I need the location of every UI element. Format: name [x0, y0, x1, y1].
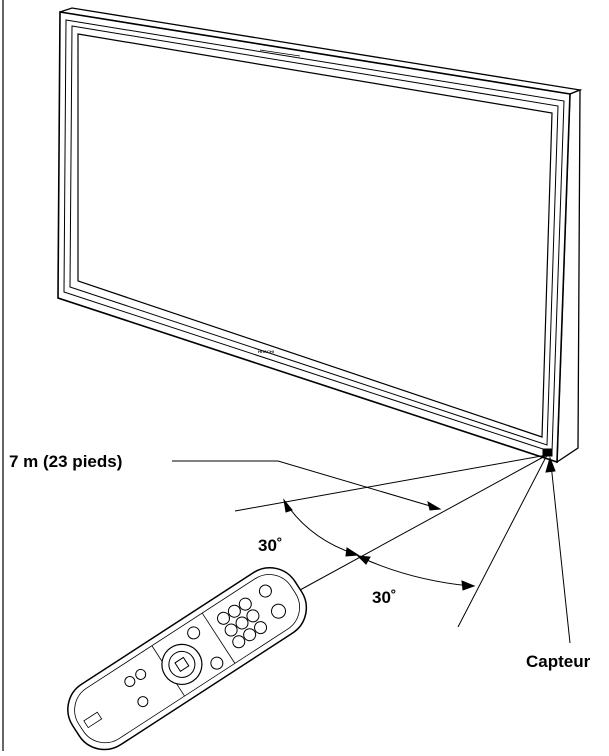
- remote-button: [210, 656, 224, 670]
- distance-leader-line: [172, 460, 438, 509]
- remote-button: [238, 597, 252, 611]
- remote-button: [232, 635, 246, 649]
- display-brand-logo: HITACHI: [258, 349, 274, 354]
- remote-button: [137, 696, 149, 708]
- angle-arc-lower-arrow-a: [356, 555, 371, 565]
- range-line-upper: [234, 454, 548, 512]
- remote-button: [254, 621, 268, 635]
- angle-arc-upper-arrow-a: [283, 498, 293, 513]
- remote-button: [135, 668, 147, 680]
- signal-range-lines: [172, 454, 571, 644]
- remote-button: [258, 584, 272, 598]
- remote-logo-box: [83, 711, 103, 729]
- remote-button: [235, 616, 249, 630]
- remote-dpad-center: [174, 656, 190, 673]
- remote-body-inner: [74, 574, 300, 744]
- remote-button: [227, 604, 241, 618]
- sensor-arrow-head: [545, 456, 556, 473]
- remote-button: [246, 609, 260, 623]
- angle-label-upper: 30˚: [258, 536, 283, 555]
- range-line-lower: [457, 454, 548, 628]
- remote-button: [243, 628, 257, 642]
- plasma-display: [57, 7, 583, 464]
- remote-power-button: [271, 603, 287, 619]
- display-bezel-inner: [69, 25, 559, 446]
- angle-arc-lower-arrow-b: [461, 580, 476, 591]
- remote-sensor-window: [542, 448, 553, 457]
- sensor-label: Capteur: [526, 652, 591, 671]
- display-top-seam: [259, 49, 301, 57]
- sensor-leader-line: [550, 463, 571, 644]
- remote-button: [124, 676, 136, 688]
- distance-arrow-head: [427, 500, 442, 511]
- remote-control: [67, 567, 308, 751]
- remote-button: [224, 623, 238, 637]
- angle-arc-lower: [359, 556, 471, 587]
- remote-button: [217, 611, 231, 625]
- angle-arc-upper-arrow-b: [345, 547, 360, 557]
- distance-label: 7 m (23 pieds): [9, 452, 123, 471]
- display-outer-frame: [57, 11, 571, 464]
- display-screen: [77, 33, 553, 438]
- range-line-center: [299, 454, 548, 591]
- angle-arc-upper: [286, 504, 356, 555]
- remote-button: [187, 626, 201, 640]
- remote-divider-2: [201, 612, 236, 664]
- angle-label-lower: 30˚: [372, 588, 397, 607]
